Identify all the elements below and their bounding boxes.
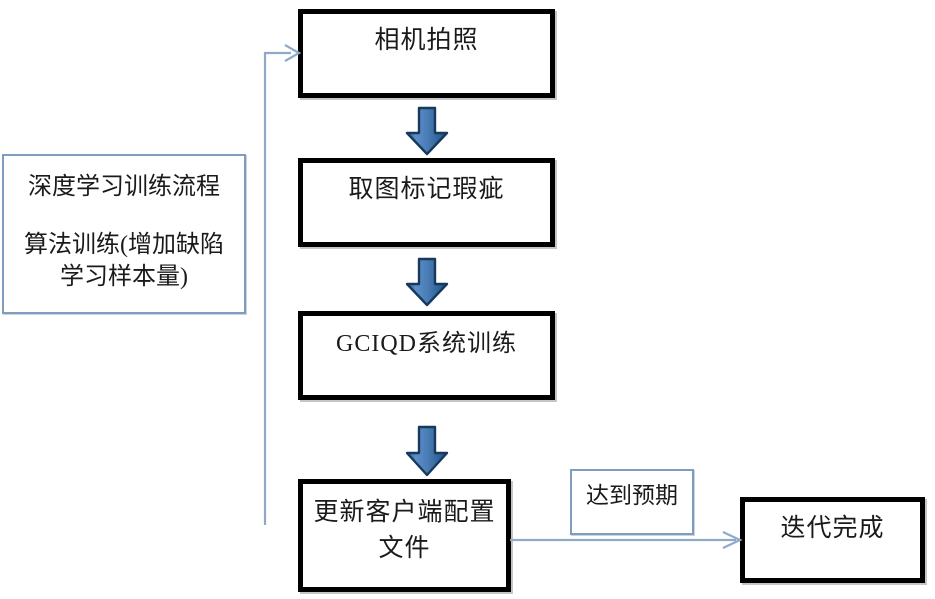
training-process-note-box: 深度学习训练流程 算法训练(增加缺陷 学习样本量)	[2, 154, 246, 314]
node-update-config: 更新客户端配置 文件	[298, 479, 511, 592]
arrow-feedback-loop	[263, 44, 302, 525]
expectation-note-box: 达到预期	[570, 469, 694, 535]
node-label-gciqd-training: GCIQD系统训练	[336, 331, 517, 357]
note-line-algorithm: 算法训练(增加缺陷 学习样本量)	[24, 232, 224, 290]
note-line-process: 深度学习训练流程	[28, 174, 220, 200]
node-label-mark-defects: 取图标记瑕疵	[348, 176, 505, 203]
arrow-training-to-config	[405, 425, 449, 477]
node-gciqd-training: GCIQD系统训练	[298, 311, 555, 400]
arrow-config-to-done	[510, 531, 743, 549]
node-label-camera-capture: 相机拍照	[374, 27, 479, 54]
node-camera-capture: 相机拍照	[298, 9, 555, 98]
node-iteration-done: 迭代完成	[740, 497, 925, 583]
node-label-update-config: 更新客户端配置 文件	[313, 499, 496, 562]
node-mark-defects: 取图标记瑕疵	[298, 158, 555, 247]
node-label-iteration-done: 迭代完成	[780, 515, 885, 542]
arrow-mark-to-training	[405, 257, 449, 307]
note-label-expectation: 达到预期	[586, 483, 678, 508]
arrow-capture-to-mark	[405, 106, 449, 156]
